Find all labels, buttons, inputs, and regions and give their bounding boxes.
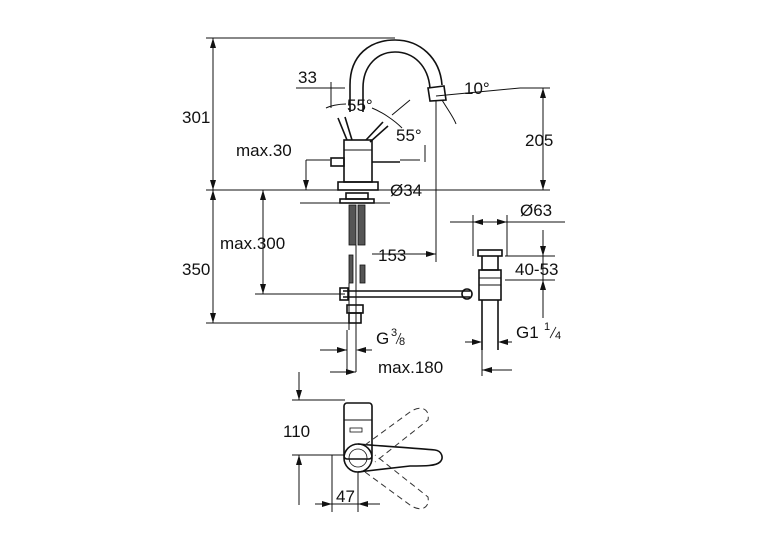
- dim-spout-height: 205: [525, 131, 553, 150]
- dim-max-rod: max.180: [378, 358, 443, 377]
- dim-angle-b: 55°: [396, 126, 422, 145]
- dim-spout-offset: 33: [298, 68, 317, 87]
- thread-right-main: G1: [516, 323, 539, 342]
- dim-lever-offset: 47: [336, 487, 355, 506]
- pop-up-rod: [339, 287, 473, 301]
- thread-left-label: G 3 8: [376, 327, 405, 348]
- tap-body: [330, 39, 447, 204]
- thread-left-main: G: [376, 329, 389, 348]
- dim-spout-reach: 153: [378, 246, 406, 265]
- thread-right-label: G1 1 4: [516, 321, 561, 342]
- top-view: [292, 372, 443, 512]
- dim-spout-angle: 10°: [464, 79, 490, 98]
- dim-angle-a: 55°: [347, 96, 373, 115]
- thread-left-den: 8: [399, 336, 405, 348]
- dim-max-deck: max.30: [236, 141, 292, 160]
- dim-below-total: 350: [182, 260, 210, 279]
- supply-hoses: [346, 204, 366, 330]
- waste-assembly: [477, 249, 503, 350]
- dim-lever-depth: 110: [283, 422, 310, 441]
- dim-max-below: max.300: [220, 234, 285, 253]
- dim-waste-range: 40-53: [515, 260, 558, 279]
- dim-height-total: 301: [182, 108, 210, 127]
- dim-lines: [206, 37, 565, 376]
- thread-right-den: 4: [555, 330, 561, 342]
- thread-right-num: 1: [544, 321, 550, 333]
- dim-hole-diameter: Ø34: [390, 181, 422, 200]
- thread-left-num: 3: [391, 327, 397, 339]
- dim-waste-diameter: Ø63: [520, 201, 552, 220]
